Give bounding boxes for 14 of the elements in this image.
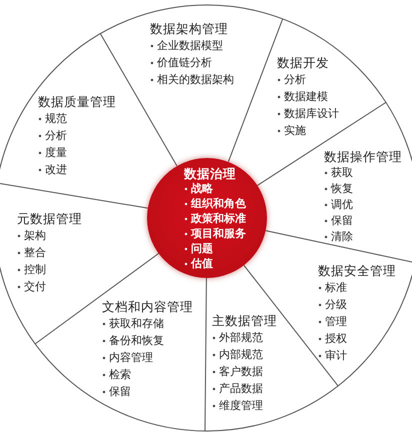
- sector-title: 文档和内容管理: [102, 298, 193, 315]
- center-circle: [147, 158, 267, 278]
- sector-title: 数据操作管理: [324, 148, 402, 165]
- list-item: 项目和服务: [184, 226, 246, 241]
- sector-title: 数据质量管理: [38, 93, 116, 110]
- list-item: 相关的数据架构: [150, 71, 234, 88]
- sector-title: 数据开发: [277, 54, 330, 71]
- sector-title: 元数据管理: [17, 210, 82, 227]
- sector-title: 数据架构管理: [150, 20, 229, 37]
- list-item: 政策和标准: [184, 211, 246, 226]
- list-item: 组织和角色: [184, 196, 246, 211]
- sector-title: 数据治理: [184, 166, 237, 181]
- sector-title: 主数据管理: [212, 312, 277, 329]
- sector-title: 数据安全管理: [318, 262, 396, 279]
